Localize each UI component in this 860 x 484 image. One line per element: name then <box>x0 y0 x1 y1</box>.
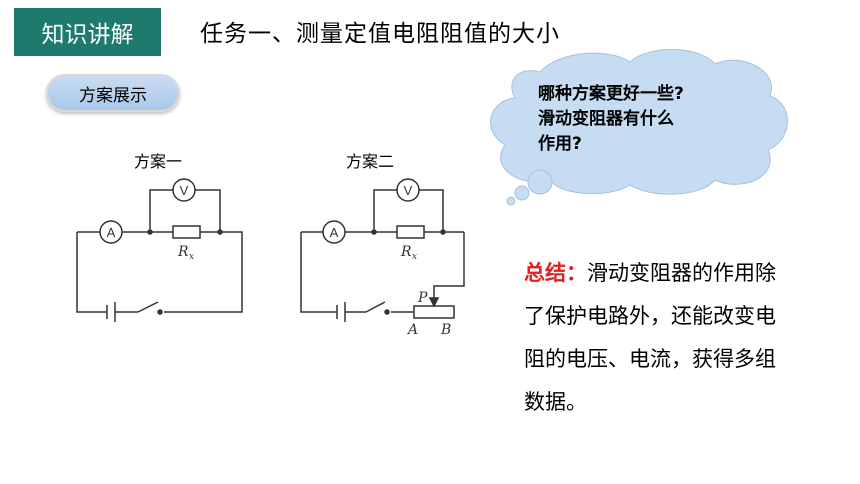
voltmeter-icon: V <box>404 183 413 198</box>
slider-label: P <box>417 290 428 306</box>
ammeter-icon: A <box>107 225 116 240</box>
resistor-subscript: x <box>412 252 417 262</box>
section-tag: 知识讲解 <box>14 8 161 56</box>
cloud-line: 滑动变阻器有什么 <box>538 109 674 129</box>
cloud-line: 哪种方案更好一些? <box>538 84 684 104</box>
ammeter-icon: A <box>330 225 339 240</box>
summary-keyword: 总结： <box>524 261 587 285</box>
plan2-label: 方案二 <box>346 152 395 171</box>
cloud-question: 哪种方案更好一些? 滑动变阻器有什么 作用? <box>538 82 748 157</box>
cloud-line: 作用? <box>538 134 582 154</box>
plan1-label: 方案一 <box>134 152 183 171</box>
page-title: 任务一、测量定值电阻阻值的大小 <box>200 21 560 47</box>
plan-display-button[interactable]: 方案展示 <box>46 74 180 112</box>
summary-body: 滑动变阻器的作用除了保护电路外，还能改变电阻的电压、电流，获得多组数据。 <box>524 261 776 414</box>
circuit-plan1 <box>76 178 243 322</box>
circuit-plan2 <box>300 178 465 322</box>
resistor-label: R <box>177 244 189 260</box>
end-b-label: B <box>440 322 451 338</box>
resistor-label: R <box>400 244 412 260</box>
thought-cloud <box>490 48 788 206</box>
end-a-label: A <box>406 322 418 338</box>
voltmeter-icon: V <box>180 183 189 198</box>
resistor-subscript: x <box>189 252 194 262</box>
summary-text: 总结：滑动变阻器的作用除了保护电路外，还能改变电阻的电压、电流，获得多组数据。 <box>524 252 786 424</box>
